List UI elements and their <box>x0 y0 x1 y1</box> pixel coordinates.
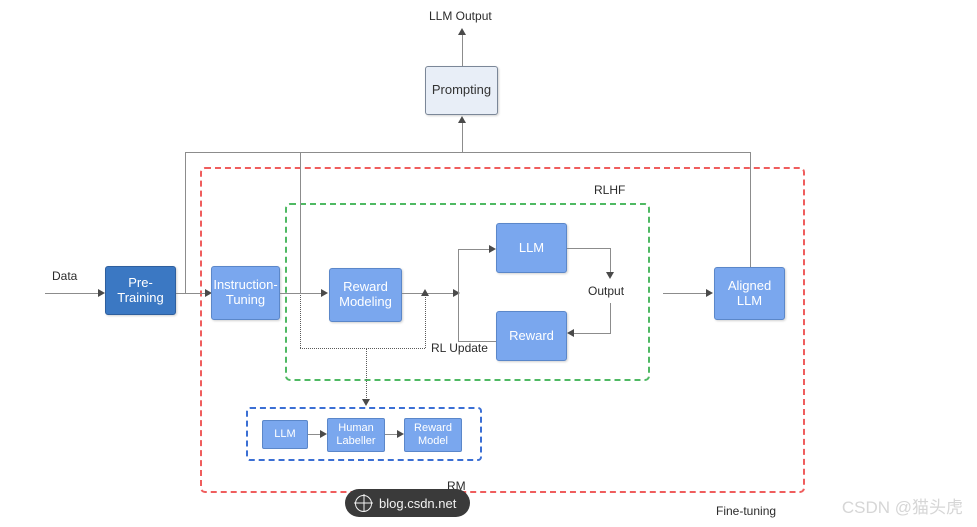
fine-tuning-region-label: Fine-tuning <box>716 504 777 518</box>
node-rm-llm-label: LLM <box>274 428 296 441</box>
node-llm-label: LLM <box>518 239 545 255</box>
prompting-to-output-arrowhead <box>458 28 466 35</box>
rm-llm-to-labeller-line <box>308 434 322 435</box>
bus-right-drop <box>750 152 751 267</box>
csdn-watermark-pill: blog.csdn.net <box>345 489 471 517</box>
pretraining-to-instruction-line <box>176 293 207 294</box>
node-aligned-llm-label-1: Aligned <box>727 277 772 293</box>
node-reward-label: Reward <box>509 327 554 343</box>
rl-loop-to-llm-arrowhead <box>489 245 496 253</box>
data-to-pretraining-arrowhead <box>98 289 105 297</box>
bus-second-riser <box>300 152 301 293</box>
csdn-watermark-corner: CSDN @猫头虎 <box>841 498 963 517</box>
rlhf-region-frame <box>285 203 650 381</box>
node-pre-training[interactable]: Pre-Training <box>105 266 176 315</box>
pretraining-to-instruction-arrowhead <box>205 289 212 297</box>
output-to-reward-line-h <box>573 333 611 334</box>
bus-to-prompting-arrowhead <box>458 116 466 123</box>
rl-update-feedback-line <box>425 295 426 348</box>
instruction-to-reward-modeling-line <box>280 293 323 294</box>
node-reward[interactable]: Reward <box>496 311 567 361</box>
node-rm-human-labeller[interactable]: Human Labeller <box>327 418 385 452</box>
node-prompting-label: Prompting <box>431 82 492 98</box>
to-aligned-llm-line <box>663 293 708 294</box>
bus-left-riser <box>185 152 186 293</box>
node-rm-llm[interactable]: LLM <box>262 420 308 449</box>
node-instruction-tuning-label-2: Tuning <box>225 292 266 307</box>
llm-to-output-line-v <box>610 248 611 273</box>
node-prompting[interactable]: Prompting <box>425 66 498 115</box>
node-reward-modeling-label-2: Modeling <box>339 294 392 309</box>
output-label: Output <box>588 284 625 298</box>
rm-region-frame <box>246 407 482 461</box>
fine-tuning-region-frame <box>200 167 805 493</box>
top-bus-line <box>185 152 750 153</box>
data-label: Data <box>52 269 78 283</box>
rm-labeller-to-model-line <box>385 434 399 435</box>
rl-update-branch-line-v <box>300 295 301 348</box>
llm-output-label: LLM Output <box>429 9 492 23</box>
rl-loop-left-rail <box>458 249 459 341</box>
node-reward-modeling[interactable]: Reward Modeling <box>329 268 402 322</box>
to-rm-line <box>366 348 367 400</box>
rl-loop-to-llm-line <box>458 249 491 250</box>
reward-modeling-to-loop-arrowhead <box>453 289 460 297</box>
rlhf-region-label: RLHF <box>594 183 626 197</box>
output-to-reward-line-v <box>610 303 611 333</box>
node-instruction-tuning-label-1: Instruction- <box>213 277 278 293</box>
node-llm[interactable]: LLM <box>496 223 567 273</box>
rm-llm-to-labeller-arrowhead <box>320 430 327 438</box>
output-to-reward-arrowhead <box>567 329 574 337</box>
node-rm-reward-model[interactable]: Reward Model <box>404 418 462 452</box>
node-rm-reward-model-label-1: Reward <box>414 422 452 435</box>
rl-update-label: RL Update <box>431 341 488 355</box>
csdn-watermark-pill-text: blog.csdn.net <box>379 495 457 511</box>
reward-to-rl-loop-line <box>458 341 498 342</box>
to-rm-arrowhead <box>362 399 370 406</box>
rl-update-feedback-arrowhead <box>421 289 429 296</box>
rm-labeller-to-model-arrowhead <box>397 430 404 438</box>
node-aligned-llm-label-2: LLM <box>736 292 763 308</box>
bus-to-prompting-line <box>462 122 463 153</box>
to-aligned-llm-arrowhead <box>706 289 713 297</box>
node-reward-modeling-label-1: Reward <box>343 279 388 295</box>
globe-icon <box>355 494 372 512</box>
rl-update-feedback-line-h <box>300 348 425 349</box>
prompting-to-output-line <box>462 34 463 66</box>
data-to-pretraining-line <box>45 293 98 294</box>
node-rm-reward-model-label-2: Model <box>418 435 448 447</box>
node-rm-human-labeller-label-1: Human <box>338 422 374 435</box>
instruction-to-reward-modeling-arrowhead <box>321 289 328 297</box>
node-rm-human-labeller-label-2: Labeller <box>336 435 376 447</box>
node-aligned-llm[interactable]: Aligned LLM <box>714 267 785 320</box>
node-instruction-tuning[interactable]: Instruction- Tuning <box>211 266 280 320</box>
llm-to-output-line-h <box>567 248 611 249</box>
node-pre-training-label: Pre-Training <box>117 274 164 305</box>
llm-to-output-arrowhead <box>606 272 614 279</box>
